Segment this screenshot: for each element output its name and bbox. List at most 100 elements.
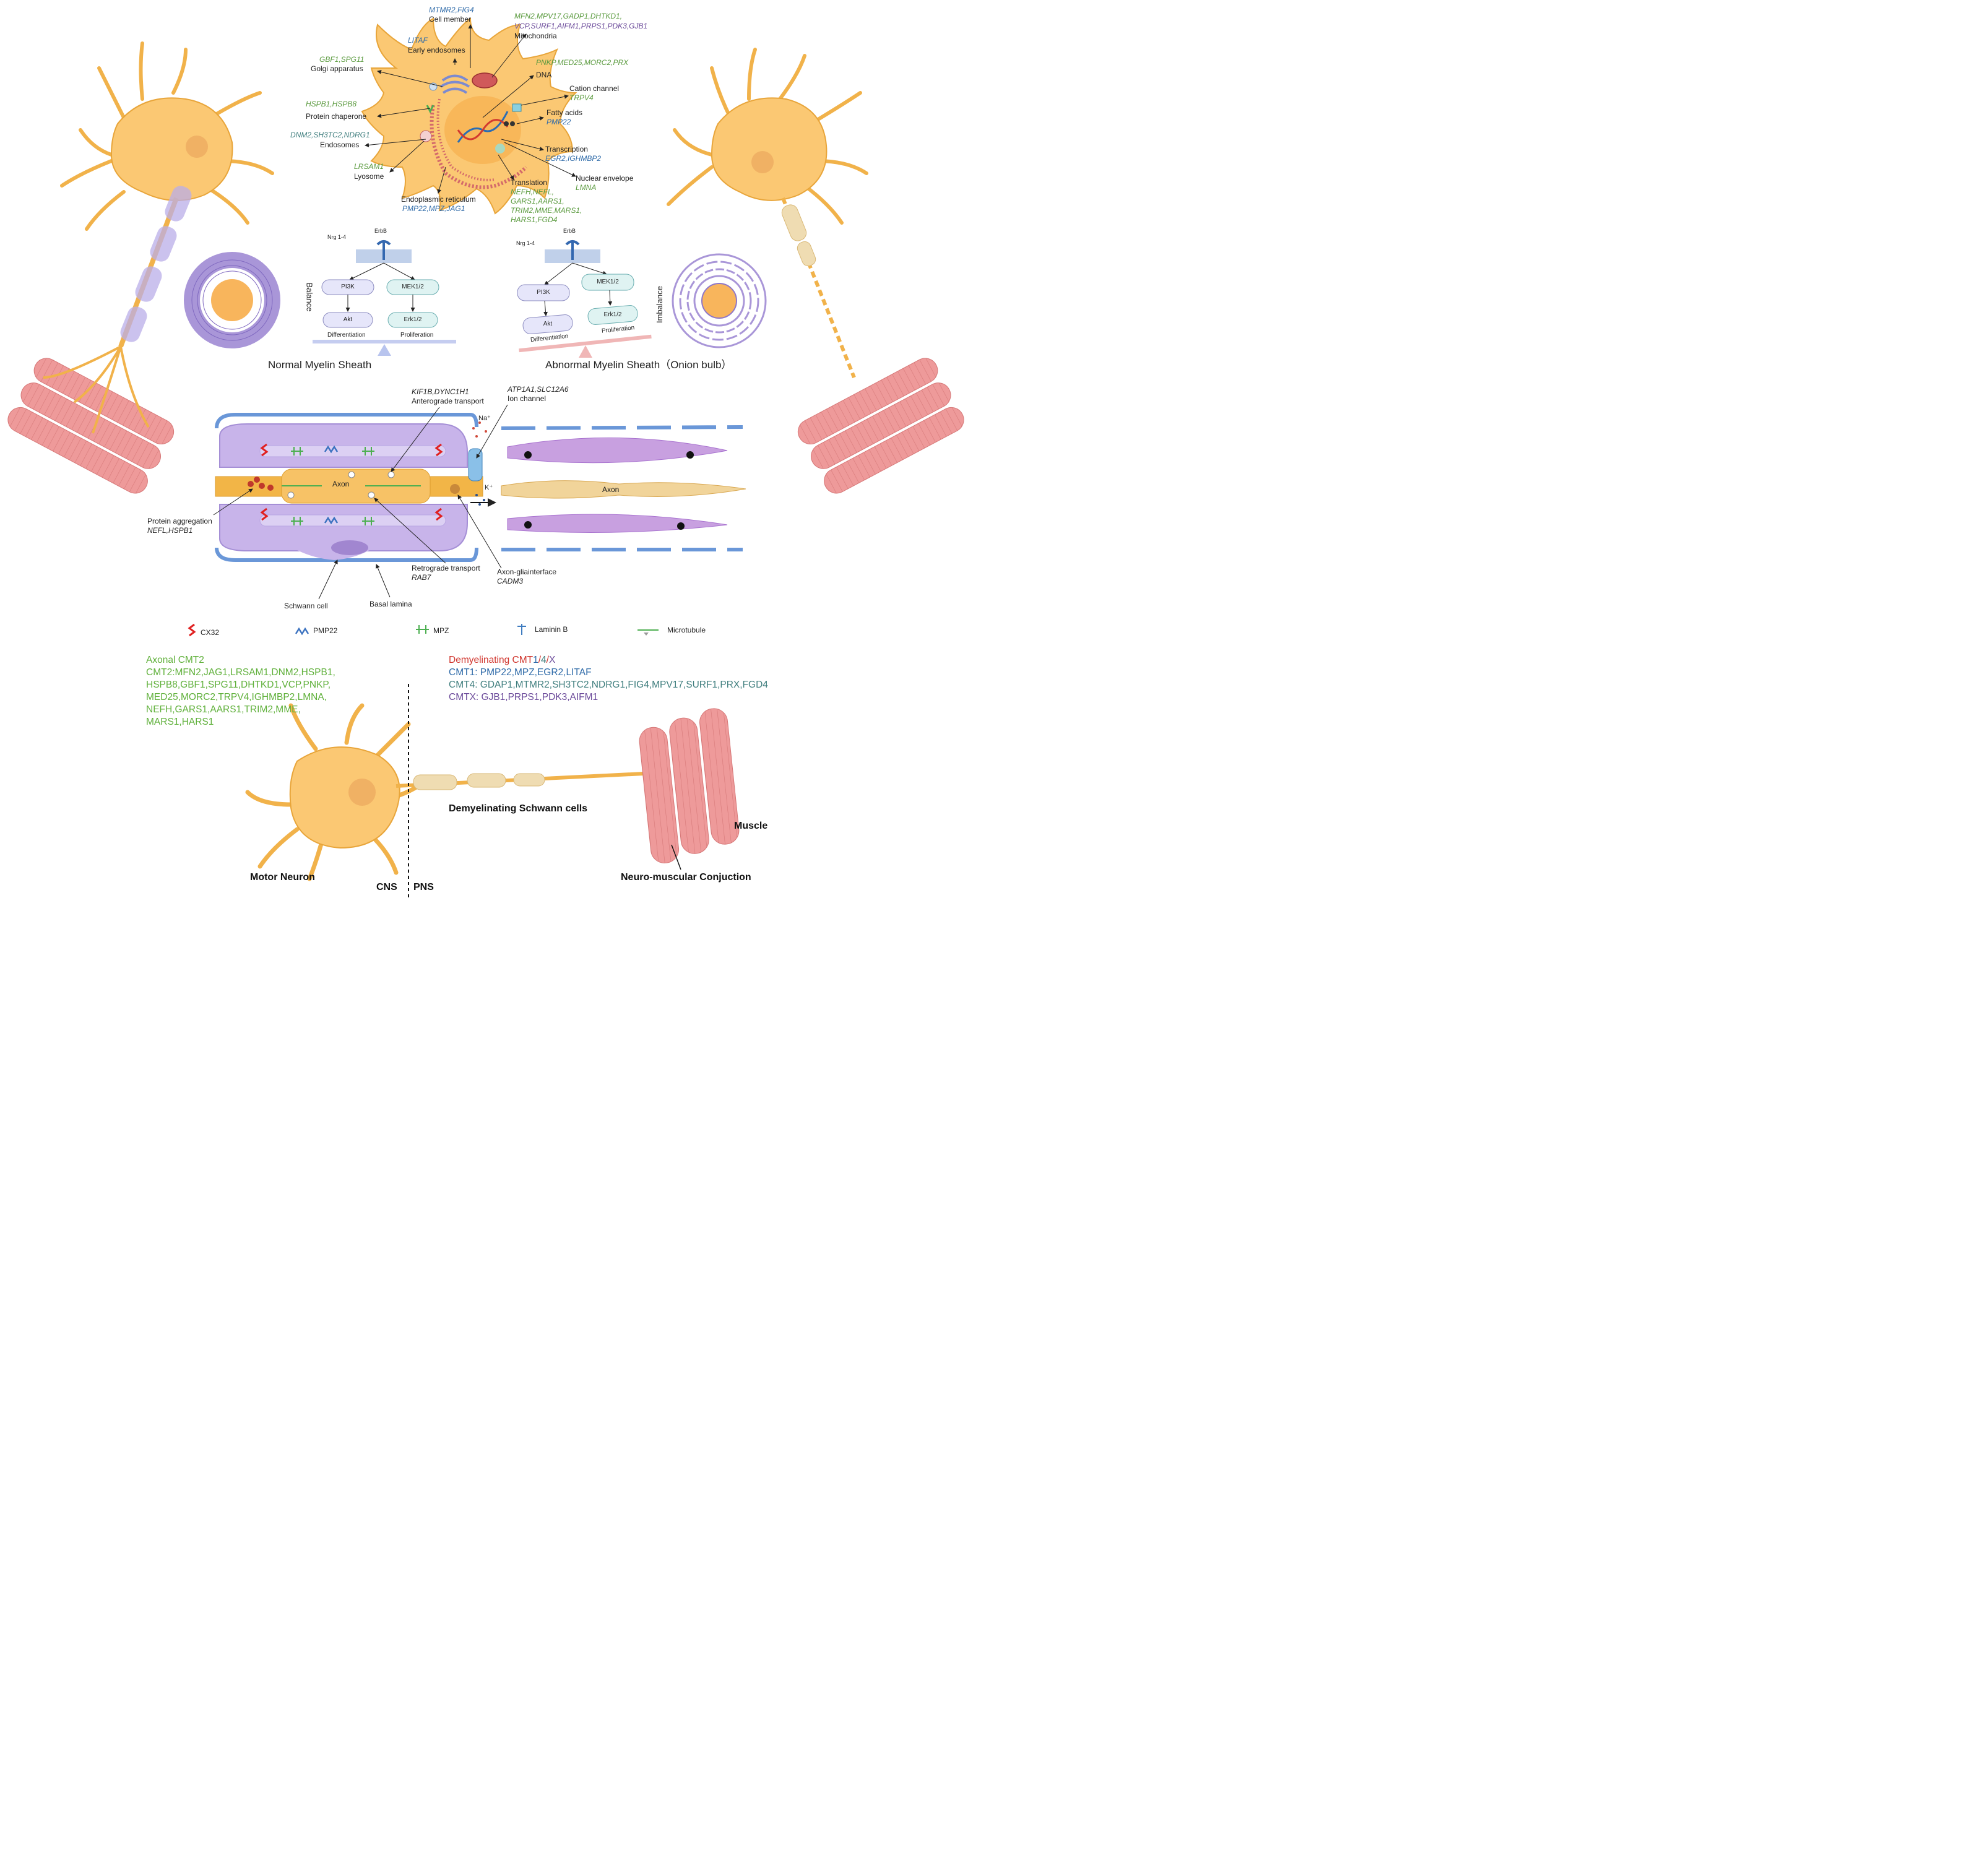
motor-neuron-label: Motor Neuron [250,872,315,883]
dna-genes: PNKP,MED25,MORC2,PRX [536,58,629,67]
translation-genes-1: NEFH,NEFL, [511,188,555,196]
imbalance-signaling [517,240,652,358]
nuclear-env-label: Nuclear envelope [576,174,634,183]
pns-label: PNS [413,882,434,892]
legend-cx32: CX32 [201,628,220,637]
normal-axon-cross-section [215,413,496,562]
demyel-schwann-label: Demyelinating Schwann cells [449,803,588,814]
na-label: Na⁺ [478,415,491,422]
cell-member-label: Cell member [429,15,472,24]
akt-right: Akt [543,321,553,327]
fatty-label: Fatty acids [547,108,583,117]
cns-label: CNS [376,882,397,892]
translation-genes-2: GARS1,AARS1, [511,197,564,205]
chaperone-label: Protein chaperone [306,112,367,121]
left-motor-neuron [7,41,274,494]
demyel-title-a: Demyelinating CMT [449,655,534,665]
endosome-genes: DNM2,SH3TC2,NDRG1 [290,131,370,139]
demyel-title-x: X [548,655,556,665]
early-endo-label: Early endosomes [408,46,465,54]
chaperone-genes: HSPB1,HSPB8 [306,100,357,108]
legend-microtubule: Microtubule [667,626,706,634]
erbb-label-left: ErbB [374,228,387,234]
nuclear-env-genes: LMNA [576,183,597,192]
cmt2-line-4: NEFH,GARS1,AARS1,TRIM2,MME, [146,704,301,715]
imbalance-label: Imbalance [654,286,664,323]
cell-leader-lines [365,24,576,194]
legend-laminin: Laminin B [535,625,568,634]
erk-right: Erk1/2 [603,311,622,318]
muscle-label: Muscle [734,821,768,831]
lysosome-genes: LRSAM1 [354,162,384,171]
balance-label: Balance [305,282,314,312]
transcription-label: Transcription [545,145,588,153]
mek-right: MEK1/2 [597,279,619,285]
schwann-label: Schwann cell [284,602,328,610]
abnormal-sheath-title: Abnormal Myelin Sheath（Onion bulb） [545,359,732,371]
legend-mpz: MPZ [433,626,449,635]
endosome-label: Endosomes [320,140,360,149]
nmj-label: Neuro-muscular Conjuction [621,872,751,883]
basal-label: Basal lamina [370,600,412,608]
golgi-label: Golgi apparatus [311,64,363,73]
onion-bulb-sheath-drawing [672,253,767,348]
translation-genes-4: HARS1,FGD4 [511,215,558,224]
mito-genes-1: MFN2,MPV17,GADP1,DHTKD1, [514,12,623,20]
cmt2-line-3: MED25,MORC2,TRPV4,IGHMBP2,LMNA, [146,692,327,702]
erk-left: Erk1/2 [404,316,422,323]
aggregation-genes: NEFL,HSPB1 [147,526,193,535]
cmt2-panel: Axonal CMT2 CMT2:MFN2,JAG1,LRSAM1,DNM2,H… [146,654,335,728]
ion-genes: ATP1A1,SLC12A6 [508,385,569,394]
dna-label: DNA [536,71,552,79]
fatty-genes: PMP22 [547,118,571,126]
translation-genes-3: TRIM2,MME,MARS1, [511,206,582,215]
demyel-title-4: 4 [541,655,547,665]
cmt2-line-5: MARS1,HARS1 [146,717,214,727]
axon-label-abnormal: Axon [602,485,620,494]
right-motor-neuron [667,48,964,494]
normal-sheath-title: Normal Myelin Sheath [268,359,372,371]
cmt1-panel: Demyelinating CMT1/4/X CMT1: PMP22,MPZ,E… [449,654,768,704]
demyel-slash-1: / [538,655,542,665]
nrg-label-left: Nrg 1-4 [327,234,347,240]
cmt2-line-2: HSPB8,GBF1,SPG11,DHTKD1,VCP,PNKP, [146,680,331,690]
aggregation-label: Protein aggregation [147,517,212,525]
interface-label: Axon-gliainterface [497,568,557,576]
mito-genes-2: VCP,SURF1,AIFM1,PRPS1,PDK3,GJB1 [514,22,648,30]
cation-genes: TRPV4 [569,93,594,102]
erbb-label-right: ErbB [563,228,576,234]
normal-myelin-sheath-drawing [184,252,280,348]
demyelinating-title: Demyelinating CMT1/4/X [449,654,768,667]
interface-genes: CADM3 [497,577,524,585]
cation-label: Cation channel [569,84,620,93]
cmt2-title: Axonal CMT2 [146,655,204,665]
demyelinated-axon-cross-section [501,425,746,551]
akt-left: Akt [343,316,353,323]
cmtx-line: CMTX: GJB1,PRPS1,PDK3,AIFM1 [449,692,599,702]
ion-label: Ion channel [508,394,547,403]
mito-label: Mitochondria [514,32,557,40]
bottom-motor-neuron [245,703,740,881]
retro-genes: RAB7 [412,573,431,582]
golgi-genes: GBF1,SPG11 [319,55,365,64]
cmt1-line: CMT1: PMP22,MPZ,EGR2,LITAF [449,667,592,678]
legend-icons [188,623,659,637]
cmt2-line-1: CMT2:MFN2,JAG1,LRSAM1,DNM2,HSPB1, [146,667,335,678]
antero-genes: KIF1B,DYNC1H1 [412,387,469,396]
er-genes: PMP22,MPZ,JAG1 [402,204,465,213]
early-endo-genes: LITAF [408,36,428,45]
demyel-slash-2: / [546,655,549,665]
translation-label: Translation [511,178,547,187]
cmt4-line: CMT4: GDAP1,MTMR2,SH3TC2,NDRG1,FIG4,MPV1… [449,680,768,690]
demyel-title-1: 1 [533,655,538,665]
pi3k-left: PI3K [341,283,355,290]
balance-signaling [313,240,456,356]
axon-label-normal: Axon [332,480,350,488]
axon-leader-lines [213,404,508,600]
diagram-canvas [7,17,964,900]
k-label: K⁺ [485,484,493,491]
diff-left: Differentiation [327,332,366,339]
transcription-genes: EGR2,IGHMBP2 [545,154,602,163]
legend-pmp22: PMP22 [313,626,338,635]
mek-left: MEK1/2 [402,283,424,290]
